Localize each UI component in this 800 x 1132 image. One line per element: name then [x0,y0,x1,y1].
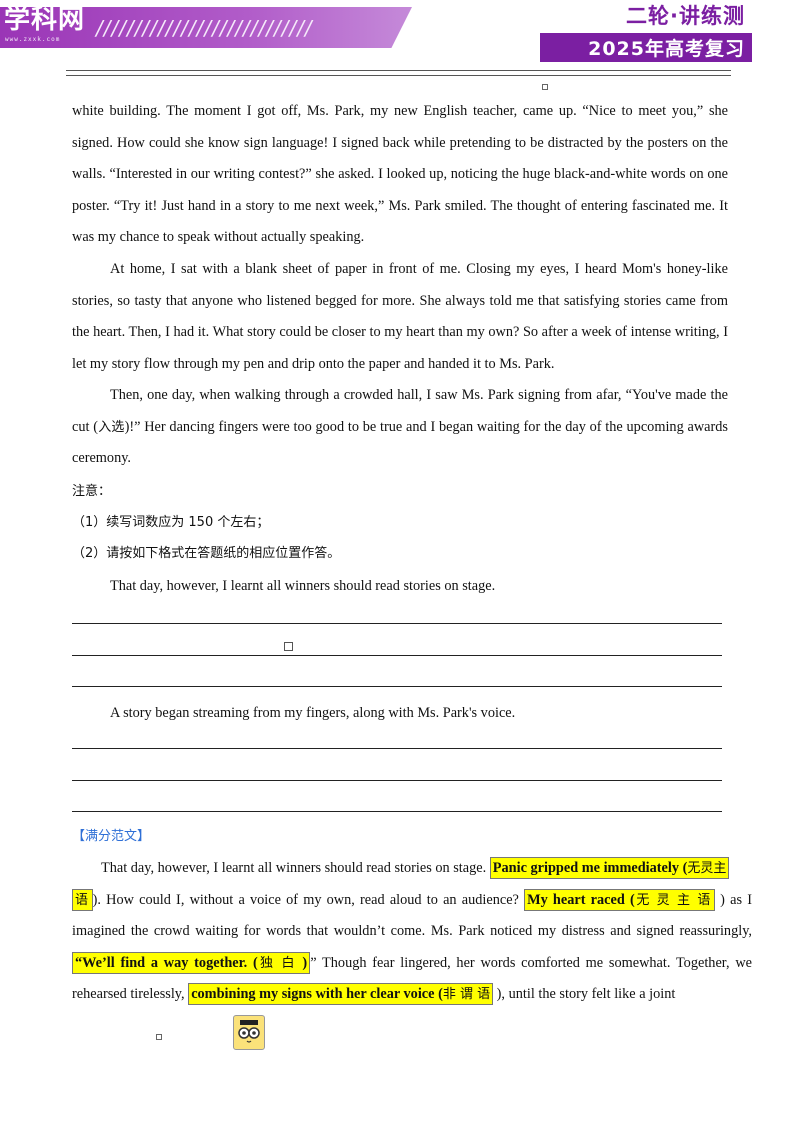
essay-text: ) as I imagined the crowd waiting for wo… [72,891,752,940]
passage-paragraph-3: Then, one day, when walking through a cr… [72,380,728,475]
banner-slashes: //////////////////////////// [96,16,313,40]
owl-mascot-icon [233,1015,265,1050]
essay-text: That day, however, I learnt all winners … [101,860,490,876]
sample-essay-tag: 【满分范文】 [72,829,151,844]
highlight-text: My heart raced ( [527,891,635,908]
answer-line [72,686,722,687]
logo-banner [0,7,412,48]
answer-line [72,780,722,781]
passage-paragraph-2: At home, I sat with a blank sheet of pap… [72,261,728,372]
answer-line [72,655,722,656]
highlight-phrase-1: Panic gripped me immediately (无灵主 [489,857,730,879]
highlight-phrase-2: My heart raced (无 灵 主 语 [524,888,715,911]
answer-line [72,811,722,812]
marker-box [542,84,548,90]
essay-text: ” Though fear lingered, her words comfor… [72,954,752,1003]
answer-line [72,623,722,624]
highlight-gloss: 无 灵 主 语 [634,892,712,908]
passage-paragraph-1: white building. The moment I got off, Ms… [72,103,728,246]
highlight-text: “We’ll find a way together. ( [75,954,258,971]
p3-text-a: Then, one day, when walking through a cr… [72,387,728,435]
answer-line [72,748,722,749]
marker-box [284,642,293,651]
highlight-text: Panic gripped me immediately ( [492,860,688,876]
sample-essay: That day, however, I learnt all winners … [72,853,752,1011]
highlight-phrase-4: combining my signs with her clear voice … [188,983,494,1006]
prompt-first: That day, however, I learnt all winners … [110,578,496,594]
page-header: 学科网 www.zxxk.com ///////////////////////… [0,0,800,76]
highlight-gloss: 非 谓 语 [442,987,491,1003]
essay-text: ). How could I, without a voice of my ow… [92,891,525,908]
p3-chinese-gloss: 入选 [98,419,125,435]
notes-heading: 注意： [72,484,112,499]
highlight-gloss: 语 [75,892,90,908]
prompt-second: A story began streaming from my fingers,… [110,705,516,721]
highlight-text: ) [296,954,308,971]
highlight-phrase-1-cont: 语 [72,888,93,911]
highlight-gloss: 独 白 [257,955,297,971]
header-divider [66,70,731,76]
marker-box [156,1034,162,1040]
logo: 学科网 [4,5,86,35]
essay-text: ), until the story felt like a joint [493,986,676,1003]
highlight-text: combining my signs with her clear voice … [191,986,443,1003]
series-banner [540,33,752,62]
logo-url: www.zxxk.com [5,36,61,43]
series-subtitle: 2025年高考复习 [588,38,745,60]
series-title: 二轮·讲练测 [626,4,745,28]
p3-text-b: )!” Her dancing fingers were too good to… [72,418,728,467]
highlight-phrase-3: “We’ll find a way together. (独 白 ) [72,951,311,974]
notes-item-1: （1）续写词数应为 150 个左右； [72,515,270,530]
notes-item-2: （2）请按如下格式在答题纸的相应位置作答。 [72,546,341,561]
highlight-gloss: 无灵主 [687,861,727,876]
